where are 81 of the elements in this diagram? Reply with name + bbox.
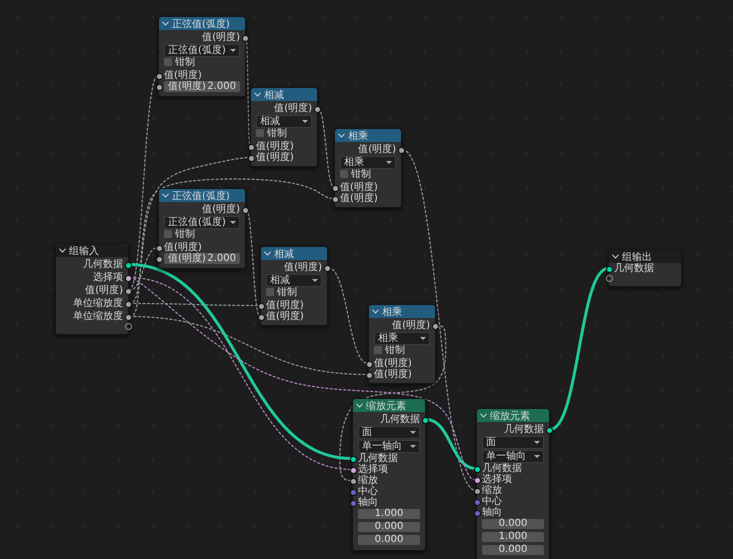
socket-label: 几何数据 (504, 424, 544, 435)
node-title: 缩放元素 (366, 400, 406, 412)
socket-label: 值(明度) (358, 144, 396, 155)
socket-label: 值(明度) (85, 285, 123, 296)
socket-label: 值(明度) (340, 182, 378, 193)
dropdown: 面 (482, 436, 544, 449)
socket-label: 选择项 (93, 272, 123, 283)
node-title: 相减 (274, 248, 294, 260)
dropdown: 正弦值(弧度) (164, 216, 240, 229)
node-title: 正弦值(弧度) (172, 190, 230, 202)
socket-label: 值(明度) (164, 242, 202, 253)
dropdown: 正弦值(弧度) (164, 44, 240, 57)
socket-label: 值(明度) (374, 358, 412, 369)
node-title: 组输入 (69, 244, 99, 258)
value-field: 值(明度)2.000 (164, 81, 240, 92)
node-title: 相乘 (348, 130, 368, 142)
node-card (352, 398, 426, 551)
socket-label: 轴向 (358, 497, 378, 508)
node-card (476, 408, 550, 559)
socket-label: 选择项 (482, 474, 512, 485)
node-card (608, 249, 682, 287)
node-card (55, 243, 129, 335)
dropdown: 相减 (266, 274, 322, 287)
value-field: 0.000 (358, 535, 420, 545)
node-title: 相减 (264, 88, 284, 102)
dropdown: 相减 (256, 115, 312, 128)
value-field: 0.000 (358, 522, 420, 532)
node-link (339, 324, 446, 482)
dropdown: 单一轴向 (482, 450, 544, 463)
node-card (158, 188, 246, 269)
checkbox-label: 钳制 (267, 128, 287, 139)
node-card (158, 16, 246, 97)
socket-label: 值(明度) (256, 141, 294, 152)
node-card (260, 246, 328, 326)
node-link (426, 418, 476, 470)
node-card (250, 87, 318, 167)
dropdown: 相乘 (340, 156, 396, 169)
socket-label: 值(明度) (164, 70, 202, 81)
node-title: 相乘 (382, 306, 402, 318)
checkbox-label: 钳制 (351, 169, 371, 180)
socket-label: 值(明度) (266, 311, 304, 322)
value-field: 0.000 (482, 545, 544, 555)
socket-label: 几何数据 (358, 453, 398, 464)
node-card (334, 128, 402, 208)
value-field: 值(明度)2.000 (164, 253, 240, 264)
node-card (368, 304, 436, 384)
checkbox-label: 钳制 (385, 345, 405, 356)
socket-label: 值(明度) (202, 204, 240, 215)
checkbox-label: 钳制 (277, 287, 297, 298)
checkbox-label: 钳制 (175, 229, 195, 240)
socket-label: 几何数据 (482, 463, 522, 474)
socket-label: 值(明度) (202, 32, 240, 43)
socket-label: 值(明度) (392, 320, 430, 331)
socket-label: 缩放 (358, 475, 378, 486)
socket-label: 几何数据 (83, 259, 123, 270)
socket-label: 几何数据 (614, 263, 654, 274)
socket-label: 轴向 (482, 507, 502, 518)
socket-label: 值(明度) (274, 103, 312, 114)
dropdown: 面 (358, 426, 420, 439)
node-title: 组输出 (622, 250, 652, 263)
checkbox-label: 钳制 (175, 57, 195, 68)
value-field: 0.000 (482, 519, 544, 529)
socket-label: 选择项 (358, 464, 388, 475)
node-link (549, 267, 609, 431)
dropdown: 单一轴向 (358, 440, 420, 453)
socket-label: 值(明度) (340, 193, 378, 204)
node-title: 正弦值(弧度) (172, 18, 230, 30)
value-field: 1.000 (482, 532, 544, 542)
socket-label: 中心 (358, 486, 378, 497)
node-title: 缩放元素 (490, 410, 530, 422)
socket-label: 单位缩放度 (73, 311, 123, 322)
socket-label: 缩放 (482, 485, 502, 496)
socket-label: 值(明度) (256, 152, 294, 163)
socket-label: 单位缩放度 (73, 298, 123, 309)
socket-label: 值(明度) (266, 300, 304, 311)
socket-label: 中心 (482, 496, 502, 507)
socket-label: 值(明度) (374, 369, 412, 380)
value-field: 1.000 (358, 509, 420, 519)
socket-label: 值(明度) (284, 262, 322, 273)
socket-label: 几何数据 (380, 414, 420, 425)
dropdown: 相乘 (374, 332, 430, 345)
